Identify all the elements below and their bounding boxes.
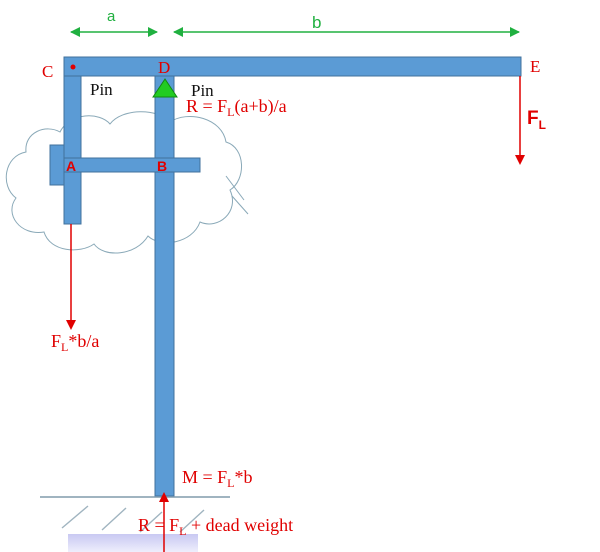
label-b: B: [157, 158, 167, 174]
base-reaction-label: R = FL + dead weight: [138, 515, 293, 538]
label-d: D: [158, 58, 170, 77]
cloud-tail: [225, 175, 249, 215]
pin-c-label: Pin: [90, 80, 113, 99]
left-post: [63, 75, 82, 225]
side-plate: [49, 144, 65, 186]
main-column: [154, 75, 175, 497]
label-c: C: [42, 62, 53, 81]
pin-d-label: Pin: [191, 81, 214, 100]
force-c-label: FL*b/a: [51, 331, 99, 354]
crossbar-ab: [61, 157, 201, 173]
reaction-d-label: R = FL(a+b)/a: [186, 96, 287, 119]
ground-fill: [68, 534, 198, 552]
top-beam: [63, 56, 522, 77]
moment-label: M = FL*b: [182, 467, 253, 490]
label-a: A: [66, 158, 76, 174]
label-e: E: [530, 57, 540, 76]
ground-hatching: [61, 505, 205, 533]
force-fl-label: FL: [527, 108, 546, 132]
dimension-b-label: b: [312, 13, 321, 32]
pin-d-triangle: [152, 78, 178, 98]
pin-c-dot: [70, 64, 76, 70]
cloud-shape: [5, 111, 243, 254]
dimension-a-label: a: [107, 8, 116, 25]
